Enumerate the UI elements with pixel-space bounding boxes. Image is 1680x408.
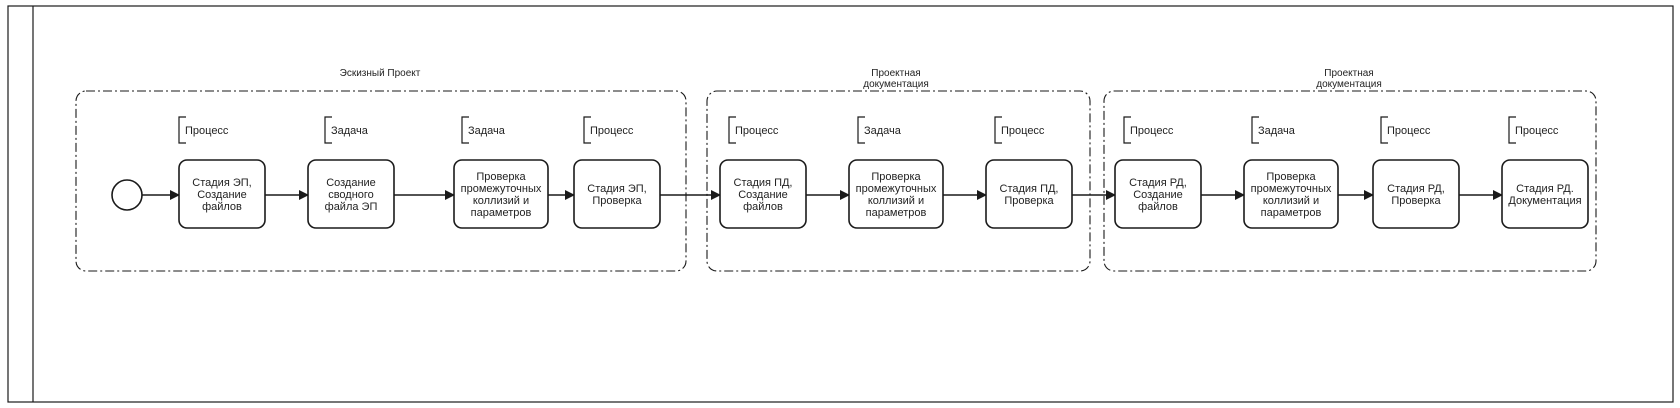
task-label: коллизий и [1263,195,1319,207]
task-label: файла ЭП [325,201,378,213]
task-box[interactable] [178,159,266,229]
task-label: Проверка [1266,171,1316,183]
task-label: Стадия ЭП, [192,177,251,189]
task-box[interactable] [848,159,944,229]
group-title: Проектная [871,68,920,79]
task-label: Стадия ПД, [734,177,793,189]
task-node[interactable]: Стадия РД.Документация [1501,159,1589,229]
group-frame [706,90,1091,272]
annotation-label: Процесс [735,125,779,137]
task-box[interactable] [1114,159,1202,229]
annotation-label: Процесс [1130,125,1174,137]
annotation-label: Процесс [185,125,229,137]
task-label: файлов [743,201,783,213]
annotation-bracket [324,116,332,144]
group-title: Эскизный Проект [340,68,421,79]
task-label: коллизий и [473,195,529,207]
task-label: параметров [1261,207,1322,219]
task-label: Создание [197,189,247,201]
task-label: Проверка [1391,195,1441,207]
annotation-label: Процесс [1515,125,1559,137]
task-node[interactable]: Стадия ЭП,Проверка [573,159,661,229]
annotation-bracket [728,116,736,144]
task-box[interactable] [573,159,661,229]
task-label: Стадия ПД, [1000,183,1059,195]
task-label: Создание [1133,189,1183,201]
annotation-label: Задача [864,125,902,137]
task-label: Проверка [476,171,526,183]
task-label: промежуточных [856,183,937,195]
task-label: Создание [326,177,376,189]
annotation-label: Процесс [1001,125,1045,137]
task-label: Проверка [1004,195,1054,207]
task-label: файлов [202,201,242,213]
annotation-bracket [1508,116,1516,144]
task-label: Документация [1508,195,1581,207]
task-box[interactable] [719,159,807,229]
task-label: Стадия РД. [1516,183,1574,195]
task-label: промежуточных [1251,183,1332,195]
annotation-bracket [583,116,591,144]
annotation-label: Процесс [1387,125,1431,137]
task-box[interactable] [307,159,395,229]
task-label: файлов [1138,201,1178,213]
task-label: Стадия ЭП, [587,183,646,195]
annotation-bracket [994,116,1002,144]
task-box[interactable] [1372,159,1460,229]
task-node[interactable]: Стадия РД,Проверка [1372,159,1460,229]
task-box[interactable] [1243,159,1339,229]
task-label: Проверка [592,195,642,207]
group-frame [75,90,687,272]
pool-frame [7,5,1674,403]
group-title: документация [1316,79,1382,90]
task-label: параметров [866,207,927,219]
annotation-bracket [461,116,469,144]
task-node[interactable]: Стадия ПД,Проверка [985,159,1073,229]
annotation-bracket [178,116,186,144]
task-label: Проверка [871,171,921,183]
task-box[interactable] [1501,159,1589,229]
task-label: коллизий и [868,195,924,207]
task-label: сводного [328,189,374,201]
task-label: Стадия РД, [1129,177,1187,189]
task-label: Создание [738,189,788,201]
group-frame [1103,90,1597,272]
task-box[interactable] [985,159,1073,229]
annotation-bracket [1123,116,1131,144]
annotation-label: Задача [468,125,506,137]
group-title: Проектная [1324,68,1373,79]
task-box[interactable] [453,159,549,229]
annotation-bracket [857,116,865,144]
annotation-label: Задача [331,125,369,137]
annotation-bracket [1380,116,1388,144]
start-event-circle[interactable] [111,179,143,211]
annotation-label: Процесс [590,125,634,137]
task-label: промежуточных [461,183,542,195]
group-title: документация [863,79,929,90]
task-label: параметров [471,207,532,219]
annotation-bracket [1251,116,1259,144]
task-label: Стадия РД, [1387,183,1445,195]
annotation-label: Задача [1258,125,1296,137]
